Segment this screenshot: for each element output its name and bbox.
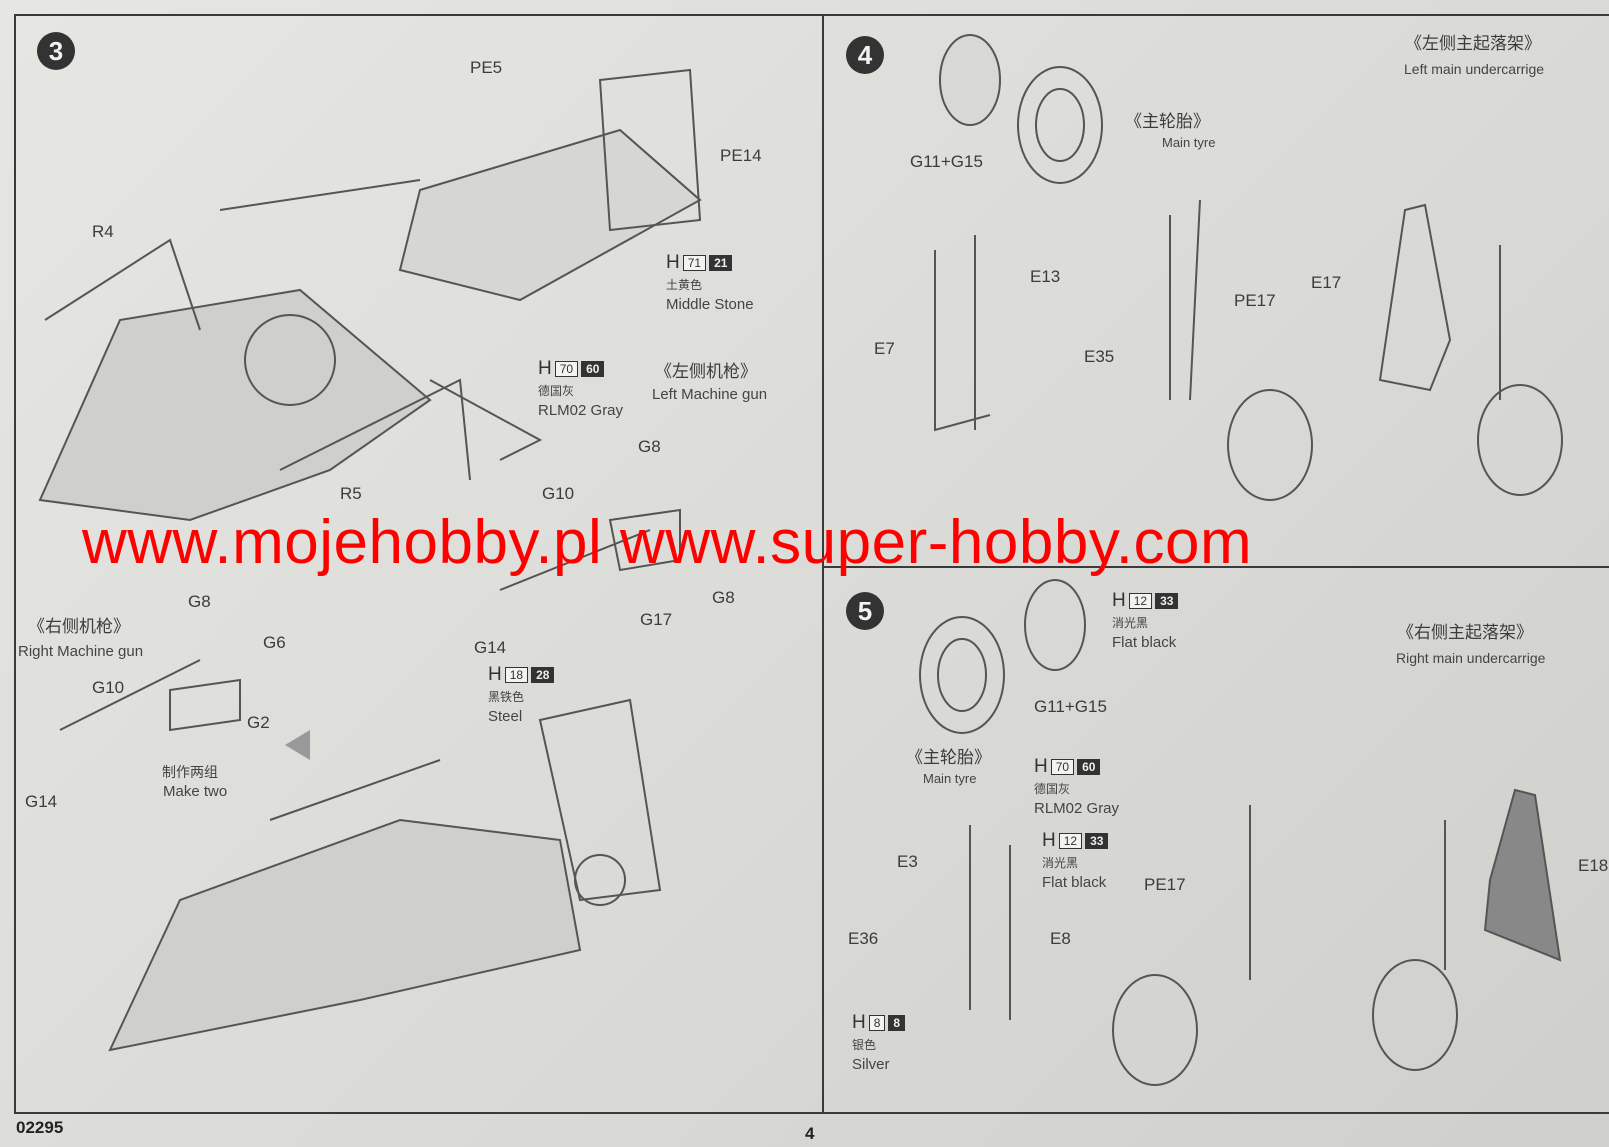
- paint-prefix: H: [1042, 830, 1056, 851]
- part-label-e36: E36: [848, 929, 879, 948]
- paint-name-cn: 德国灰: [538, 384, 575, 398]
- right-undercarriage-drawings: [919, 579, 1562, 1086]
- part-label-e3: E3: [897, 852, 918, 871]
- paint-prefix: H: [538, 358, 552, 379]
- watermark-text: www.mojehobby.pl www.super-hobby.com: [82, 508, 1253, 577]
- paint-code-flat-black: H 12 33: [1112, 590, 1179, 611]
- part-label-e7: E7: [874, 339, 895, 358]
- paint-code-2: 8: [888, 1014, 906, 1031]
- paint-prefix: H: [488, 664, 502, 685]
- paint-name-en: RLM02 Gray: [1034, 800, 1120, 817]
- frame-left: [14, 14, 16, 1114]
- part-label-g8: G8: [638, 437, 661, 456]
- paint-name-cn: 银色: [852, 1038, 877, 1052]
- part-label-g14: G14: [25, 792, 58, 811]
- part-label-e8: E8: [1050, 929, 1071, 948]
- part-label-g11-g15: G11+G15: [910, 152, 983, 171]
- machine-gun-drawings: [59, 508, 681, 760]
- paint-code-1: 12: [1058, 832, 1083, 849]
- paint-name-en: Middle Stone: [666, 296, 754, 313]
- paint-code-rlm02-gray: H 70 60: [1034, 756, 1101, 777]
- part-label-e18: E18: [1578, 856, 1609, 875]
- part-label-r5: R5: [340, 484, 362, 503]
- paint-code-1: 8: [868, 1014, 886, 1031]
- engine-fuselage-drawing-bottom: [108, 698, 662, 1052]
- part-label-pe17: PE17: [1144, 875, 1186, 894]
- step-5-badge: 5: [846, 592, 884, 630]
- paint-code-1: 12: [1128, 592, 1153, 609]
- paint-name-cn: 土黄色: [666, 278, 703, 292]
- part-label-r4: R4: [92, 222, 114, 241]
- part-label-g8: G8: [712, 588, 735, 607]
- part-label-pe5: PE5: [470, 58, 503, 77]
- part-label-g10: G10: [542, 484, 575, 503]
- paint-name-cn: 消光黑: [1112, 616, 1149, 630]
- paint-code-1: 70: [554, 360, 579, 377]
- paint-code-2: 33: [1085, 832, 1109, 849]
- part-label-g17: G17: [640, 610, 673, 629]
- paint-name-en: Flat black: [1042, 874, 1107, 891]
- step-4-title-en: Left main undercarrige: [1404, 61, 1545, 77]
- paint-code-2: 60: [581, 360, 605, 377]
- paint-code-1: 70: [1050, 758, 1075, 775]
- panel-divider-vertical: [822, 14, 824, 1114]
- paint-code-1: 71: [682, 254, 707, 271]
- right-machine-gun-title-en: Right Machine gun: [18, 643, 144, 660]
- paint-code-middle-stone: H 71 21: [666, 252, 733, 273]
- paint-name-en: RLM02 Gray: [538, 402, 624, 419]
- part-label-e35: E35: [1084, 347, 1115, 366]
- left-undercarriage-drawings: [934, 34, 1563, 501]
- paint-code-1: 18: [504, 666, 529, 683]
- main-tyre-en: Main tyre: [923, 771, 977, 786]
- step-4-title-cn: 《左侧主起落架》: [1405, 34, 1541, 53]
- part-label-g8: G8: [188, 592, 211, 611]
- part-label-g2: G2: [247, 713, 270, 732]
- frame-bottom: [14, 1112, 1609, 1114]
- part-label-pe17: PE17: [1234, 291, 1276, 310]
- step-5-title-en: Right main undercarrige: [1396, 650, 1546, 666]
- paint-prefix: H: [666, 252, 680, 273]
- paint-code-2: 33: [1155, 592, 1179, 609]
- left-machine-gun-title-cn: 《左侧机枪》: [655, 362, 757, 381]
- part-label-g6: G6: [263, 633, 286, 652]
- paint-name-cn: 黑铁色: [488, 690, 525, 704]
- paint-name-en: Flat black: [1112, 634, 1177, 651]
- part-label-g11-g15: G11+G15: [1034, 697, 1107, 716]
- engine-fuselage-drawing-top: [38, 68, 702, 522]
- part-label-e13: E13: [1030, 267, 1061, 286]
- kit-number: 02295: [16, 1118, 64, 1137]
- paint-code-2: 60: [1077, 758, 1101, 775]
- part-label-g14: G14: [474, 638, 507, 657]
- page-number: 4: [805, 1124, 815, 1143]
- main-tyre-cn: 《主轮胎》: [906, 748, 991, 767]
- paint-name-en: Silver: [852, 1056, 890, 1073]
- part-label-g10: G10: [92, 678, 125, 697]
- paint-name-cn: 德国灰: [1034, 782, 1071, 796]
- paint-prefix: H: [852, 1012, 866, 1033]
- paint-code-2: 21: [709, 254, 733, 271]
- paint-code-steel: H 18 28: [488, 664, 555, 685]
- step-4-badge: 4: [846, 36, 884, 74]
- paint-name-en: Steel: [488, 708, 523, 725]
- step-5-title-cn: 《右侧主起落架》: [1397, 623, 1533, 642]
- paint-code-rlm02-gray: H 70 60: [538, 358, 605, 379]
- paint-code-silver: H 8 8: [852, 1012, 906, 1033]
- paint-name-cn: 消光黑: [1042, 856, 1079, 870]
- left-machine-gun-title-en: Left Machine gun: [652, 386, 768, 403]
- make-two-cn: 制作两组: [162, 764, 218, 780]
- paint-prefix: H: [1112, 590, 1126, 611]
- paint-prefix: H: [1034, 756, 1048, 777]
- part-label-pe14: PE14: [720, 146, 762, 165]
- step-3-badge: 3: [37, 32, 75, 70]
- frame-top: [14, 14, 1609, 16]
- paint-code-flat-black: H 12 33: [1042, 830, 1109, 851]
- main-tyre-en: Main tyre: [1162, 135, 1216, 150]
- main-tyre-cn: 《主轮胎》: [1125, 112, 1210, 131]
- right-machine-gun-title-cn: 《右侧机枪》: [28, 617, 130, 636]
- part-label-e17: E17: [1311, 273, 1342, 292]
- paint-code-2: 28: [531, 666, 555, 683]
- panel-divider-horizontal: [822, 566, 1609, 568]
- make-two-en: Make two: [163, 783, 228, 800]
